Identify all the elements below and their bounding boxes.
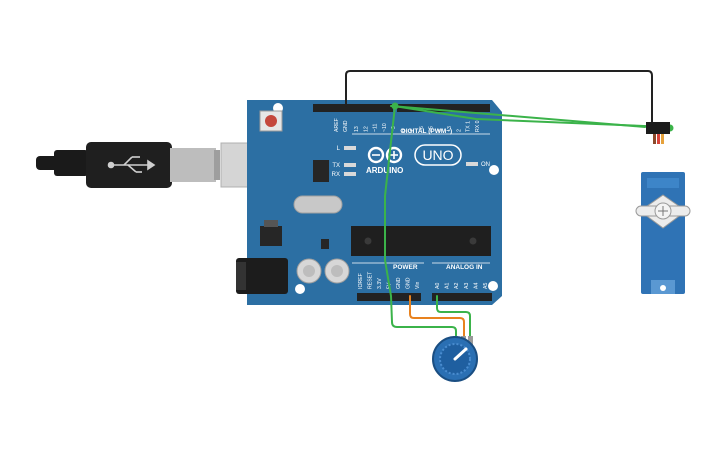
wire-pot-vcc[interactable] (391, 321, 457, 341)
wires[interactable] (345, 70, 674, 341)
pin-label: A4 (473, 283, 479, 289)
pin-label: A2 (454, 283, 460, 289)
pin-label: RX 0 (475, 120, 481, 132)
pin-label: A1 (445, 283, 451, 289)
pot-knob-indicator[interactable] (453, 347, 468, 361)
pin-label: 3.3V (377, 278, 383, 289)
usb-icon (107, 156, 156, 173)
pin-label: A0 (435, 283, 441, 289)
pin-label: 12 (363, 126, 369, 132)
pin-label: ~10 (382, 123, 388, 132)
power-header[interactable] (357, 293, 421, 301)
on-label: ON (481, 162, 490, 168)
pin-label: GND (406, 277, 412, 289)
pin-label: 8 (401, 129, 407, 132)
pin-label: 4 (438, 129, 444, 132)
board-model: UNO (422, 147, 453, 163)
wire-5v-pot[interactable] (384, 105, 396, 323)
pin-label: ~5 (428, 126, 434, 132)
pin-label: A3 (464, 283, 470, 289)
power-header-label: POWER (393, 264, 418, 271)
digital-header-left[interactable] (313, 104, 393, 112)
wire-5v-servo[interactable] (393, 105, 669, 128)
led-l-label: L (337, 146, 341, 152)
digital-header-label: DIGITAL (PWM~) (401, 128, 452, 135)
servo-horn-icon (658, 206, 668, 216)
digital-header-right[interactable] (397, 104, 490, 112)
pin-label: AREF (334, 118, 340, 132)
wire-ground-servo[interactable] (345, 70, 653, 129)
pin-label: 13 (354, 126, 360, 132)
wire-pot-gnd[interactable] (409, 295, 465, 341)
pin-label: A5 (483, 283, 489, 289)
pin-label: 2 (456, 129, 462, 132)
pin-label: ~11 (373, 123, 379, 132)
servo-motor[interactable] (635, 122, 691, 294)
power-jack (236, 258, 288, 294)
pin-label: 7 (410, 129, 416, 132)
pin-label: ~9 (391, 126, 397, 132)
pin-label: ~6 (419, 126, 425, 132)
arduino-board[interactable]: L TX RX ON ARDUINO UNO DIGITAL (PWM~) PO… (236, 100, 502, 305)
pin-label: ~3 (447, 126, 453, 132)
arduino-logo-icon (367, 146, 403, 164)
pin-label: Vin (415, 281, 421, 289)
pin-label: IOREF (358, 273, 364, 289)
led-tx-label: TX (332, 163, 340, 169)
board-brand: ARDUINO (366, 166, 403, 175)
analog-header-label: ANALOG IN (446, 264, 483, 271)
reset-button[interactable] (265, 115, 277, 127)
potentiometer[interactable] (432, 336, 478, 382)
led-rx-label: RX (332, 172, 340, 178)
pin-label: TX 1 (466, 121, 472, 132)
analog-header[interactable] (432, 293, 492, 301)
wire-pot-a0[interactable] (436, 295, 471, 341)
pin-label: GND (343, 120, 349, 132)
pin-label: GND (396, 277, 402, 289)
microcontroller-chip (351, 226, 491, 256)
pin-label: RESET (368, 271, 374, 289)
usb-cable[interactable] (36, 142, 220, 188)
